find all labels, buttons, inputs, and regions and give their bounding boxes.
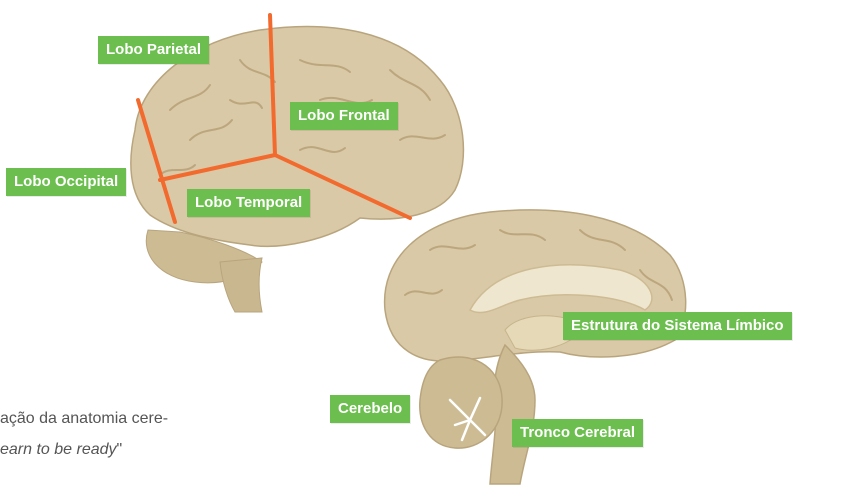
label-tronco-cerebral: Tronco Cerebral xyxy=(512,419,643,447)
label-cerebelo: Cerebelo xyxy=(330,395,410,423)
caption-line-1: ação da anatomia cere- xyxy=(0,410,168,428)
caption-quote: " xyxy=(117,441,123,458)
label-lobo-frontal: Lobo Frontal xyxy=(290,102,398,130)
label-lobo-parietal: Lobo Parietal xyxy=(98,36,209,64)
cerebellum-sagittal xyxy=(420,357,502,448)
label-lobo-temporal: Lobo Temporal xyxy=(187,189,310,217)
label-lobo-occipital: Lobo Occipital xyxy=(6,168,126,196)
brainstem-lateral xyxy=(220,258,262,312)
caption-italic-text: earn to be ready xyxy=(0,441,117,458)
label-sistema-limbico: Estrutura do Sistema Límbico xyxy=(563,312,792,340)
caption-line-2: earn to be ready" xyxy=(0,441,122,459)
